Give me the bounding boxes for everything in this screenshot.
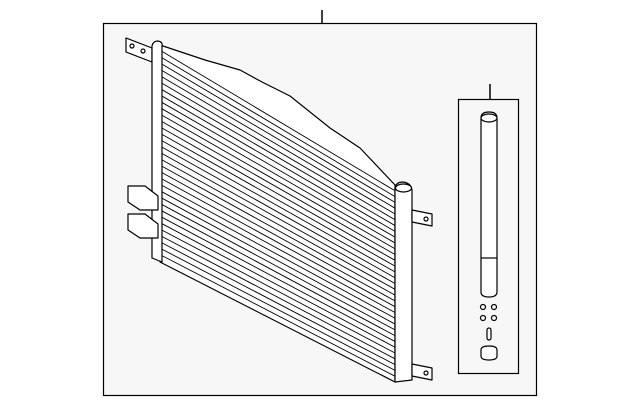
fin-line xyxy=(161,121,396,255)
fin-line xyxy=(161,95,396,232)
o-ring xyxy=(479,314,487,322)
drier-cap xyxy=(480,113,498,123)
fin-line xyxy=(161,248,396,371)
bracket-hole xyxy=(129,43,135,49)
outlet-fitting xyxy=(127,213,159,239)
fin-line xyxy=(161,255,396,377)
fin-line xyxy=(161,140,396,273)
fin-line xyxy=(161,159,396,290)
fin-line xyxy=(161,197,396,325)
filter-pin xyxy=(486,327,492,341)
fin-line xyxy=(161,210,396,337)
fin-line xyxy=(161,70,396,209)
receiver-drier xyxy=(479,111,498,361)
fin-line xyxy=(161,236,396,360)
fin-line xyxy=(161,127,396,261)
fin-line xyxy=(161,57,396,197)
fin-line xyxy=(161,153,396,284)
fin-line xyxy=(161,242,396,366)
fin-line xyxy=(161,133,396,267)
fin-line xyxy=(161,76,396,215)
drier-plug xyxy=(480,345,498,361)
fin-line xyxy=(161,204,396,331)
fin-line xyxy=(161,82,396,221)
fin-line xyxy=(161,108,396,244)
fin-line xyxy=(161,178,396,308)
drier-cartridge xyxy=(480,111,498,298)
fin-line xyxy=(161,50,396,192)
fin-line xyxy=(161,185,396,313)
o-ring xyxy=(490,303,498,311)
condenser xyxy=(125,37,433,383)
bracket-hole xyxy=(423,216,429,222)
fin-line xyxy=(161,114,396,250)
right-tank xyxy=(394,181,413,383)
bracket-hole xyxy=(140,48,146,54)
bracket-hole xyxy=(423,370,429,376)
right-upper-bracket xyxy=(411,209,433,227)
fin-line xyxy=(161,89,396,226)
fin-line xyxy=(161,63,396,203)
o-ring xyxy=(490,314,498,322)
fin-line xyxy=(161,223,396,348)
fin-line xyxy=(161,229,396,354)
fin-line xyxy=(161,102,396,238)
inlet-fitting xyxy=(127,185,159,211)
fin-line xyxy=(161,146,396,279)
fin-line xyxy=(161,165,396,296)
cooling-fins xyxy=(161,50,396,377)
right-tank-cap xyxy=(394,183,413,193)
fin-line xyxy=(161,191,396,319)
o-ring xyxy=(479,303,487,311)
fin-line xyxy=(161,216,396,342)
right-lower-bracket xyxy=(411,363,433,381)
fin-line xyxy=(161,172,396,302)
